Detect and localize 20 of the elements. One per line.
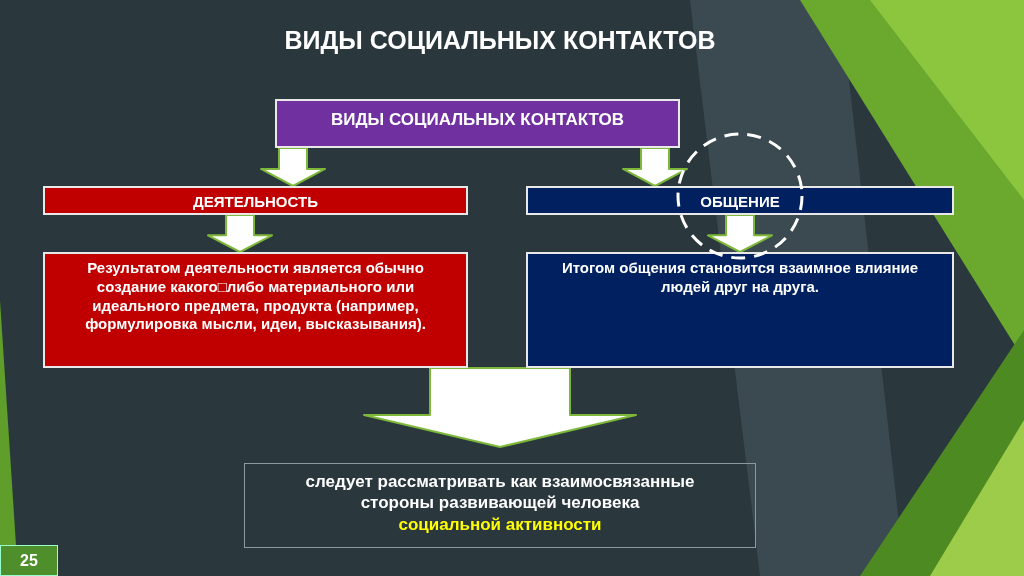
conclusion-box (244, 463, 756, 548)
page-number: 25 (0, 545, 58, 576)
block-arrow (207, 214, 273, 253)
block-arrow (260, 147, 326, 187)
block-arrow (622, 147, 688, 187)
category-box (275, 99, 680, 148)
category-box (43, 186, 468, 215)
description-box (43, 252, 468, 368)
box-text: Итогом общения становится взаимное влияние людей друг на друга. (560, 259, 920, 297)
box-text: ОБЩЕНИЕ (700, 193, 780, 212)
category-box (526, 186, 954, 215)
highlight-text: социальной активности (398, 513, 602, 535)
box-text: ДЕЯТЕЛЬНОСТЬ (193, 193, 318, 212)
slide-title: ВИДЫ СОЦИАЛЬНЫХ КОНТАКТОВ (283, 26, 717, 55)
box-text: Результатом деятельности является обычно создание какого□либо материального или идеального предмета, продукта (например, формулировка мысли, идеи, высказывания). (84, 259, 427, 334)
description-box (526, 252, 954, 368)
box-text: следует рассматривать как взаимосвязанные стороны развивающей человека (304, 471, 696, 514)
box-text: ВИДЫ СОЦИАЛЬНЫХ КОНТАКТОВ (331, 109, 624, 131)
block-arrow (707, 214, 773, 253)
block-arrow (363, 367, 637, 448)
